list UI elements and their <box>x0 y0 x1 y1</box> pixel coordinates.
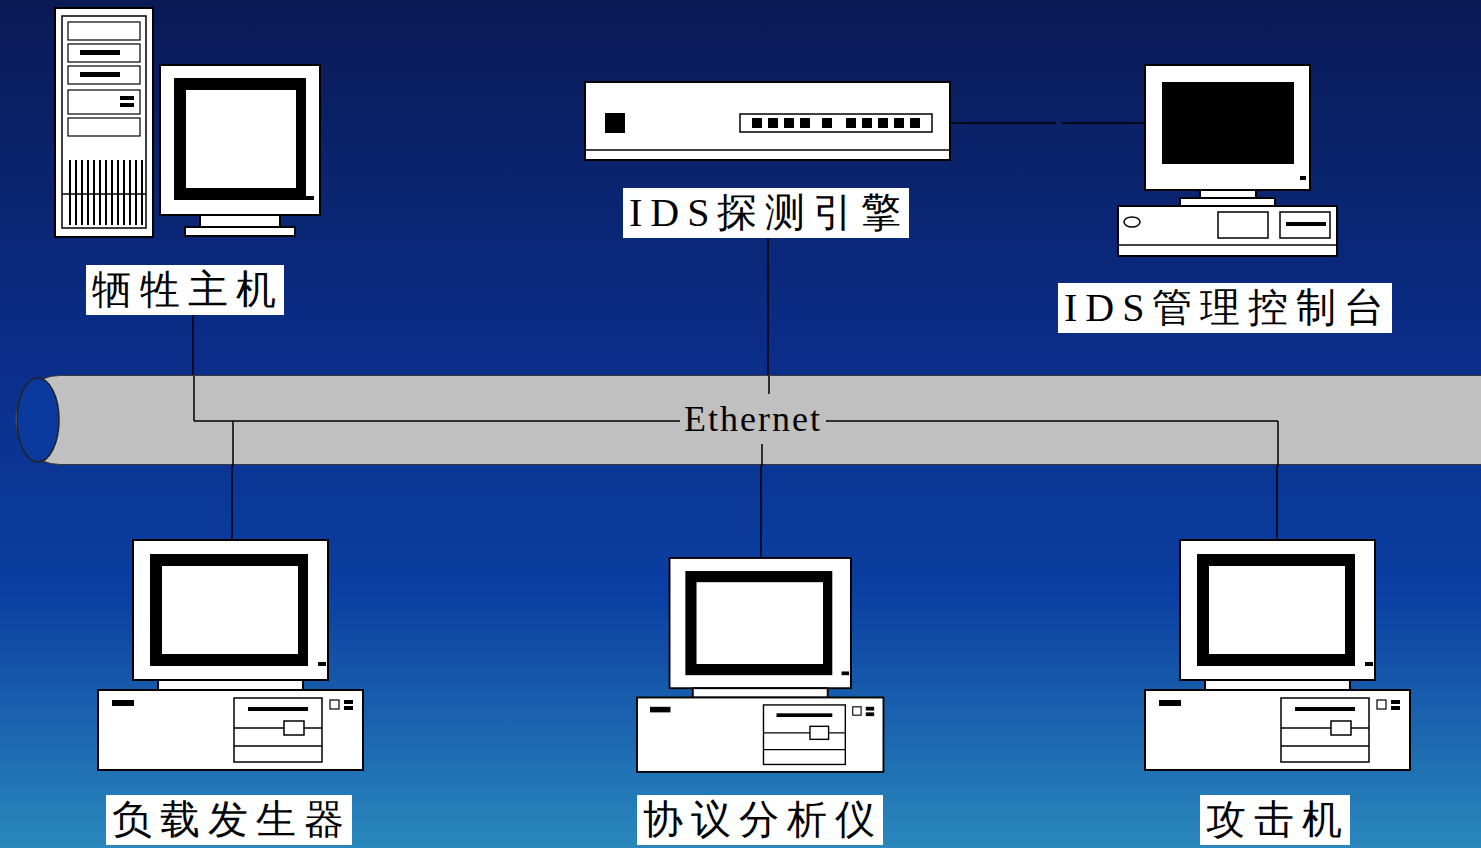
network-link <box>1276 465 1278 540</box>
network-link <box>192 315 194 375</box>
device-label: 协议分析仪 <box>637 795 883 845</box>
ids-console: IDS管理控制台 <box>1056 65 1395 333</box>
attack-host: 攻击机 <box>1145 540 1410 845</box>
device-label: IDS探测引擎 <box>623 188 909 238</box>
bus-label: Ethernet <box>680 399 826 439</box>
network-link <box>950 122 1056 124</box>
device-label: 牺牲主机 <box>86 265 284 315</box>
network-link <box>760 465 762 558</box>
ethernet-bus: Ethernet <box>15 375 1481 465</box>
victim-host: 牺牲主机 <box>55 8 320 315</box>
device-label: IDS管理控制台 <box>1058 283 1392 333</box>
network-link <box>231 465 233 540</box>
load-generator: 负载发生器 <box>98 540 363 845</box>
network-link <box>767 238 769 375</box>
ids-engine: IDS探测引擎 <box>585 80 950 238</box>
device-label: 负载发生器 <box>106 795 352 845</box>
protocol-analyzer: 协议分析仪 <box>635 558 885 845</box>
device-label: 攻击机 <box>1200 795 1350 845</box>
